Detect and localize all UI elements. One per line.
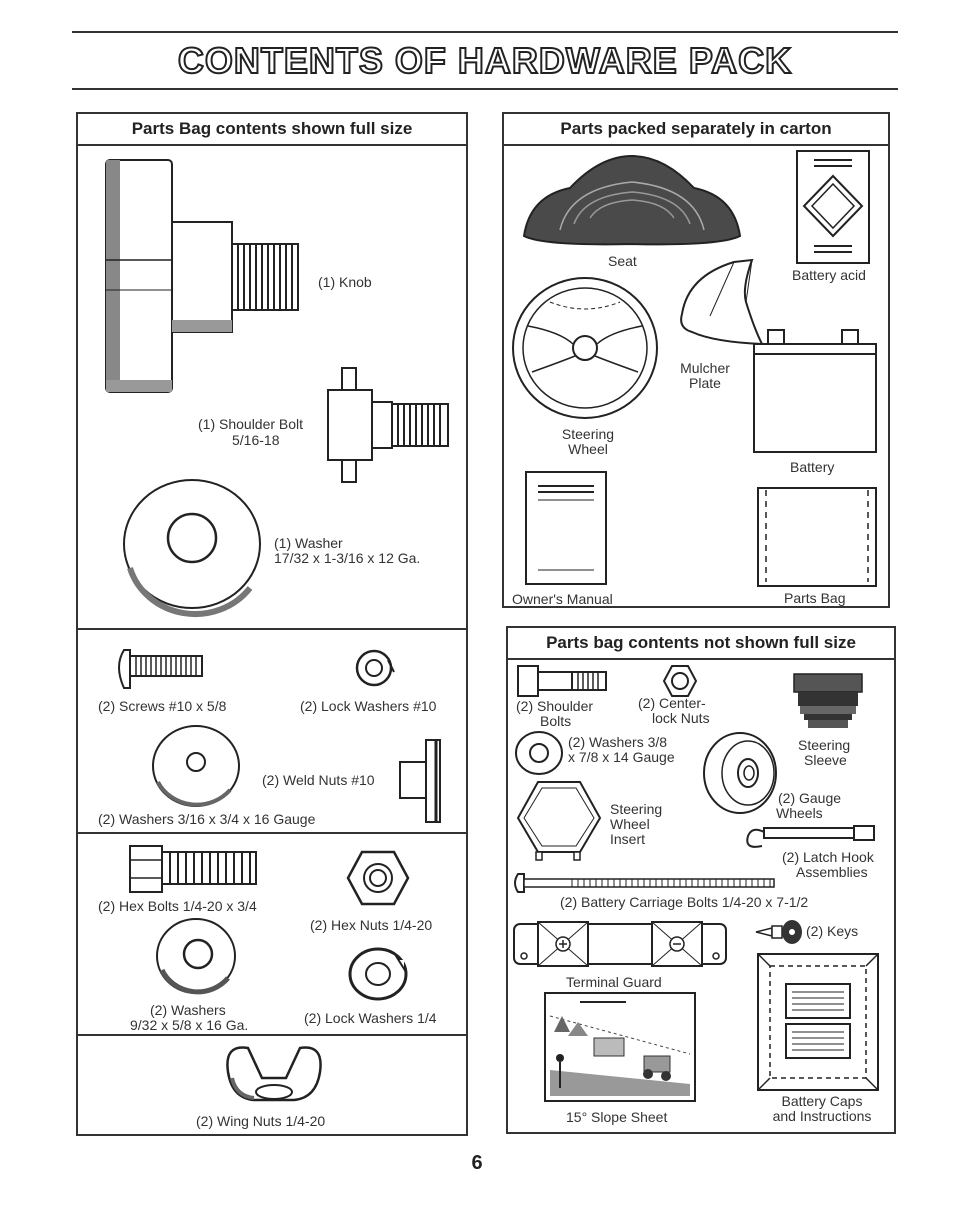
battery-caps-label: Battery Caps xyxy=(781,1093,863,1109)
centerlock-nuts-label: (2) Center- xyxy=(638,695,706,711)
carriage-bolt-icon xyxy=(514,873,775,893)
hex-bolt-icon xyxy=(129,845,257,893)
washer-label: (1) Washer xyxy=(274,535,343,551)
washers-932-label: (2) Washers xyxy=(150,1002,226,1018)
steering-wheel-icon xyxy=(512,277,658,419)
shoulder-bolts-label-2: Bolts xyxy=(540,713,572,729)
keys-label: (2) Keys xyxy=(806,923,859,939)
centerlock-nut-icon xyxy=(662,665,698,697)
parts-bag-icon xyxy=(757,487,877,587)
battery-acid-icon xyxy=(796,150,870,264)
section-divider xyxy=(78,1034,466,1036)
lock-washers-10-label: (2) Lock Washers #10 xyxy=(300,698,437,714)
section-divider xyxy=(78,832,466,834)
slope-sheet-label: 15° Slope Sheet xyxy=(566,1109,668,1125)
wing-nuts-label: (2) Wing Nuts 1/4-20 xyxy=(196,1113,326,1129)
steering-sleeve-label: Steering xyxy=(798,737,851,753)
mulcher-label-2: Plate xyxy=(689,375,721,391)
steering-sleeve-label-2: Sleeve xyxy=(804,752,847,768)
screws-label: (2) Screws #10 x 5/8 xyxy=(98,698,227,714)
gauge-wheels-label-2: Wheels xyxy=(776,805,823,821)
washers-38-label-2: x 7/8 x 14 Gauge xyxy=(568,749,675,765)
hex-nuts-label: (2) Hex Nuts 1/4-20 xyxy=(310,917,433,933)
weld-nuts-label: (2) Weld Nuts #10 xyxy=(262,772,375,788)
wheel-insert-label-2: Wheel xyxy=(610,816,650,832)
parts-bag-not-full-size-panel: Parts bag contents not shown full size xyxy=(506,626,896,1134)
mulcher-plate-icon xyxy=(680,258,764,346)
battery-caps-icon xyxy=(757,953,879,1091)
owners-manual-label: Owner's Manual xyxy=(512,591,613,607)
wheel-insert-label-3: Insert xyxy=(610,831,646,847)
gauge-wheel-icon xyxy=(703,732,777,814)
latch-hook-label-2: Assemblies xyxy=(796,864,868,880)
steering-sleeve-icon xyxy=(793,673,863,728)
washer-icon xyxy=(123,479,261,618)
wheel-insert-icon xyxy=(516,781,602,861)
shoulder-bolt-icon xyxy=(327,367,449,483)
parts-bag-label: Parts Bag xyxy=(784,590,846,606)
top-rule xyxy=(72,31,898,33)
parts-bag-full-size-panel: Parts Bag contents shown full size xyxy=(76,112,468,1136)
owners-manual-icon xyxy=(525,471,607,585)
shoulder-bolt-label: (1) Shoulder Bolt xyxy=(198,416,304,432)
lock-washer-icon xyxy=(355,649,395,687)
seat-label: Seat xyxy=(608,253,637,269)
page-title: CONTENTS OF HARDWARE PACK xyxy=(177,39,793,82)
terminal-guard-label: Terminal Guard xyxy=(566,974,662,990)
washer-38-icon xyxy=(515,731,563,775)
gauge-wheels-label: (2) Gauge xyxy=(778,790,842,806)
washer-932-icon xyxy=(156,918,236,995)
washers-932-size: 9/32 x 5/8 x 16 Ga. xyxy=(130,1017,249,1033)
battery-caps-label-2: and Instructions xyxy=(772,1108,872,1124)
knob-label: (1) Knob xyxy=(318,274,372,290)
panel-header: Parts bag contents not shown full size xyxy=(508,628,894,660)
battery-acid-label: Battery acid xyxy=(792,267,866,283)
weld-nut-icon xyxy=(399,739,441,823)
slope-sheet-icon xyxy=(544,992,696,1102)
shoulder-bolts-label: (2) Shoulder xyxy=(516,698,594,714)
shoulder-bolt-small-icon xyxy=(517,665,607,697)
battery-icon xyxy=(753,329,877,453)
battery-label: Battery xyxy=(790,459,835,475)
terminal-guard-icon xyxy=(513,921,727,967)
lock-washers-14-label: (2) Lock Washers 1/4 xyxy=(304,1010,437,1026)
keys-icon xyxy=(755,920,802,944)
title-rule xyxy=(72,88,898,90)
screw-icon xyxy=(118,649,203,689)
page-number: 6 xyxy=(471,1152,483,1174)
knob-icon xyxy=(105,159,299,393)
hex-nut-icon xyxy=(346,850,410,906)
shoulder-bolt-size: 5/16-18 xyxy=(232,432,280,448)
panel-header: Parts packed separately in carton xyxy=(504,114,888,146)
wheel-insert-label: Steering xyxy=(610,801,663,817)
steering-wheel-label-2: Wheel xyxy=(568,441,608,457)
mulcher-label: Mulcher xyxy=(680,360,730,376)
washer-size: 17/32 x 1-3/16 x 12 Ga. xyxy=(274,550,421,566)
washers-316-label: (2) Washers 3/16 x 3/4 x 16 Gauge xyxy=(98,811,316,827)
washer-small-icon xyxy=(152,725,240,807)
centerlock-nuts-label-2: lock Nuts xyxy=(652,710,710,726)
carton-panel: Parts packed separately in carton xyxy=(502,112,890,608)
seat-icon xyxy=(522,154,742,246)
section-divider xyxy=(78,628,466,630)
lock-washer-14-icon xyxy=(348,947,408,1001)
carriage-bolts-label: (2) Battery Carriage Bolts 1/4-20 x 7-1/… xyxy=(560,894,809,910)
latch-hook-label: (2) Latch Hook xyxy=(782,849,874,865)
panel-header: Parts Bag contents shown full size xyxy=(78,114,466,146)
washers-38-label: (2) Washers 3/8 xyxy=(568,734,668,750)
latch-hook-icon xyxy=(746,825,875,848)
hex-bolts-label: (2) Hex Bolts 1/4-20 x 3/4 xyxy=(98,898,257,914)
wing-nut-icon xyxy=(226,1046,322,1102)
steering-wheel-label: Steering xyxy=(561,426,615,442)
